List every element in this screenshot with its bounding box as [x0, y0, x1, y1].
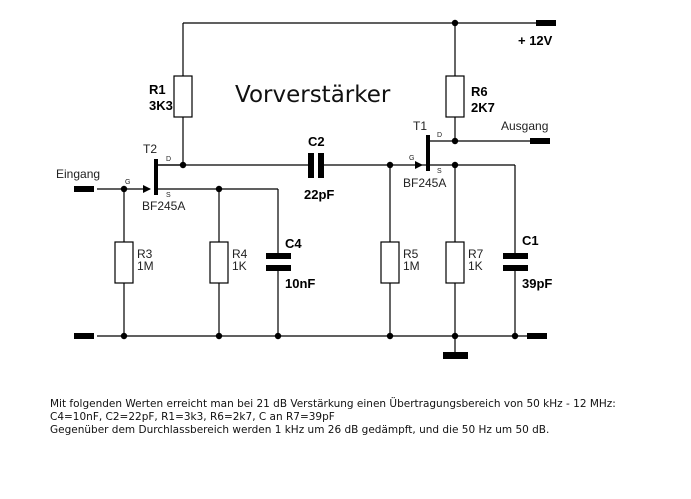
- ground-terminal-left: [74, 333, 94, 339]
- capacitor-c1-plate-a: [503, 253, 528, 259]
- r5-ref: R5: [403, 247, 419, 261]
- transistor-t1: [415, 135, 430, 171]
- r6-ref: R6: [471, 84, 488, 99]
- capacitor-c4-plate-b: [266, 265, 291, 271]
- transistor-t2: [143, 159, 183, 195]
- capacitor-c4-plate-a: [266, 253, 291, 259]
- r7-value: 1K: [468, 259, 483, 273]
- c4-ref: C4: [285, 236, 302, 251]
- caption-line-2: C4=10nF, C2=22pF, R1=3k3, R6=2k7, C an R…: [50, 411, 335, 423]
- t1-channel: [426, 135, 430, 171]
- ground-terminal-bottom: [443, 352, 468, 359]
- resistor-r7: [445, 241, 465, 284]
- t2-pin-source: S: [166, 192, 171, 199]
- r1-value: 3K3: [149, 98, 173, 113]
- r6-value: 2K7: [471, 100, 495, 115]
- output-label: Ausgang: [501, 119, 548, 133]
- t1-pin-drain: D: [437, 132, 442, 139]
- r3-ref: R3: [137, 247, 153, 261]
- t1-ref: T1: [413, 119, 427, 133]
- input-terminal: [74, 186, 94, 192]
- capacitor-c2-plate-b: [318, 153, 324, 178]
- t1-pin-source: S: [437, 168, 442, 175]
- junction-dot: [274, 332, 282, 340]
- c2-value: 22pF: [304, 187, 334, 202]
- ground-terminal-right: [527, 333, 547, 339]
- capacitor-c1-plate-b: [503, 265, 528, 271]
- junction-dot: [451, 19, 459, 27]
- t2-ref: T2: [143, 142, 157, 156]
- c4-value: 10nF: [285, 276, 315, 291]
- r7-ref: R7: [468, 247, 484, 261]
- t1-type: BF245A: [403, 176, 446, 190]
- resistor-r3: [114, 241, 134, 284]
- junction-dot: [451, 137, 459, 145]
- resistor-r5: [380, 241, 400, 284]
- t2-gate-arrow-icon: [143, 185, 151, 193]
- t2-channel: [154, 159, 158, 195]
- r3-value: 1M: [137, 259, 154, 273]
- supply-terminal: [536, 20, 556, 26]
- junction-dot: [386, 161, 394, 169]
- diagram-title: Vorverstärker: [235, 82, 391, 108]
- junction-dot: [511, 332, 519, 340]
- resistor-r4: [209, 241, 229, 284]
- r1-ref: R1: [149, 82, 166, 97]
- t1-pin-gate: G: [409, 155, 414, 162]
- t2-pin-drain: D: [166, 156, 171, 163]
- resistor-r1: [173, 75, 193, 118]
- supply-label: + 12V: [518, 33, 553, 48]
- junction-dot: [179, 161, 187, 169]
- junction-dot: [451, 332, 459, 340]
- junction-dot: [120, 332, 128, 340]
- t1-gate-arrow-icon: [415, 161, 423, 169]
- caption-line-1: Mit folgenden Werten erreicht man bei 21…: [50, 398, 616, 410]
- caption-line-3: Gegenüber dem Durchlassbereich werden 1 …: [50, 424, 550, 436]
- output-terminal: [530, 138, 550, 144]
- input-label: Eingang: [56, 167, 100, 181]
- caption: Mit folgenden Werten erreicht man bei 21…: [50, 398, 616, 437]
- c2-ref: C2: [308, 134, 325, 149]
- junction-dot: [215, 332, 223, 340]
- r5-value: 1M: [403, 259, 420, 273]
- junction-dot: [386, 332, 394, 340]
- junction-dot: [120, 185, 128, 193]
- t2-pin-gate: G: [125, 179, 130, 186]
- c1-ref: C1: [522, 233, 539, 248]
- junction-dot: [215, 185, 223, 193]
- r4-ref: R4: [232, 247, 248, 261]
- t2-type: BF245A: [142, 199, 185, 213]
- capacitor-c2-plate-a: [308, 153, 314, 178]
- c1-value: 39pF: [522, 276, 552, 291]
- r4-value: 1K: [232, 259, 247, 273]
- resistor-r6: [445, 75, 465, 118]
- junction-dot: [451, 161, 459, 169]
